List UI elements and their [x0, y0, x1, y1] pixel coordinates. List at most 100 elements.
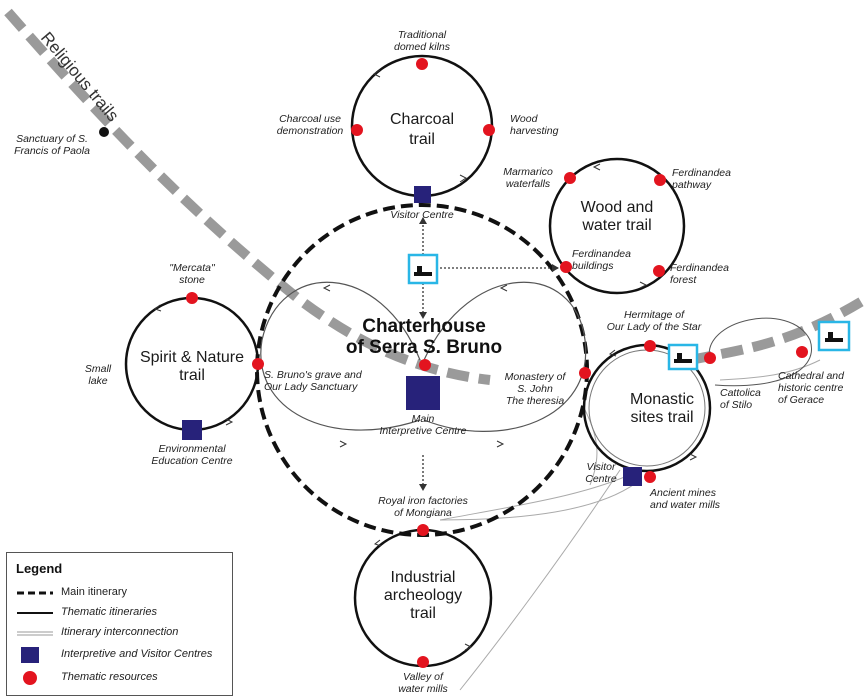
main-inner-loop-right [423, 281, 587, 432]
thematic-itinerary-symbol [17, 612, 53, 614]
resource-symbol [23, 671, 37, 685]
monastic-sites-trail-title-line: sites trail [630, 409, 693, 426]
grave-label-line: S. Bruno's grave and [264, 369, 363, 381]
legend-thematic-label: Thematic itineraries [61, 606, 157, 618]
visitor-centres [182, 186, 642, 486]
main-interpretive-centre [406, 376, 440, 410]
main-itinerary-symbol [17, 591, 53, 595]
wood-water-trail-circle [548, 157, 686, 295]
env-centre-label-line: Environmental [158, 443, 226, 455]
env-centre-label-line: Education Centre [151, 455, 232, 467]
wood-harvest-label-line: harvesting [510, 125, 559, 137]
interconnection-lines [439, 359, 821, 691]
monastic-visitor-centre [623, 467, 642, 486]
legend: Legend Main itinerary Thematic itinerari… [6, 552, 233, 696]
sanctuary-dot [99, 127, 109, 137]
monastery-label-line: Monastery of [505, 371, 567, 383]
pathway-label-line: Ferdinandea [672, 167, 731, 179]
charcoal-visitor-label: Visitor Centre [390, 209, 454, 221]
gerace-label-line: historic centre [778, 382, 844, 394]
dotted-arrows [419, 217, 559, 491]
lake-label-line: lake [88, 375, 107, 387]
kilns-label-line: domed kilns [394, 41, 451, 53]
main-centre-label-line: Interpretive Centre [380, 425, 467, 437]
hermitage-label-line: Hermitage of [624, 309, 685, 321]
charcoal-trail-title-line: Charcoal [390, 111, 454, 128]
monastic-visitor-label-line: Visitor [587, 461, 616, 473]
cyan-box-centre [407, 253, 439, 285]
marmarico-label-line: waterfalls [506, 178, 551, 190]
legend-row-main: Main itinerary [15, 585, 230, 601]
spirit-nature-trail-title-line: trail [179, 367, 205, 384]
valley-label-line: Valley of [403, 671, 444, 683]
mines-label-line: and water mills [650, 499, 721, 511]
charcoal-demo-label-line: demonstration [277, 125, 344, 137]
monastery-label-line: The theresia [506, 395, 565, 407]
monastic-sites-trail-title-line: Monastic [630, 391, 694, 408]
wood-water-trail-title-line: water trail [581, 217, 651, 234]
monastic-side-loop [708, 317, 812, 387]
religious-trails-label: Religious trails [37, 28, 123, 125]
mines-label-line: Ancient mines [649, 487, 717, 499]
charcoal-visitor-centre [414, 186, 431, 203]
charcoal-visitor-label-line: Visitor Centre [390, 209, 454, 221]
industrial-trail-title-line: trail [410, 605, 436, 622]
monastic-visitor-label-line: Centre [585, 473, 617, 485]
charterhouse-title-line: Charterhouse [362, 316, 486, 337]
industrial-trail-title-line: Industrial [391, 569, 456, 586]
wood-water-trail-title-line: Wood and [581, 199, 654, 216]
buildings-label-line: Ferdinandea [572, 248, 631, 260]
cyan-box-hermitage [667, 343, 699, 371]
cyan-boxes [407, 253, 851, 371]
marmarico-label-line: Marmarico [503, 166, 553, 178]
centre-symbol [21, 647, 39, 663]
valley-label-line: water mills [398, 683, 448, 695]
charcoal-demo-label-line: Charcoal use [279, 113, 341, 125]
mercata-label-line: stone [179, 274, 205, 286]
mercata-label: "Mercata"stone [169, 262, 216, 286]
sanctuary-label: Sanctuary of S.Francis of Paola [14, 133, 90, 157]
buildings-label-line: buildings [572, 260, 614, 272]
kilns-label-line: Traditional [398, 29, 447, 41]
grave-label-line: Our Lady Sanctuary [264, 381, 358, 393]
legend-interconnection-label: Itinerary interconnection [61, 626, 179, 638]
legend-centres-label: Interpretive and Visitor Centres [61, 648, 213, 660]
royal-label-line: Royal iron factories [378, 495, 469, 507]
charcoal-trail-title-line: trail [409, 131, 435, 148]
legend-row-thematic: Thematic itineraries [15, 605, 230, 621]
cattolica-label-line: of Stilo [720, 399, 752, 411]
sanctuary-label-line: Francis of Paola [14, 145, 90, 157]
legend-row-centres: Interpretive and Visitor Centres [15, 647, 230, 663]
direction-arrows [153, 69, 698, 651]
cyan-box-gerace [817, 320, 851, 352]
gerace-label-line: Cathedral and [778, 370, 845, 382]
cattolica-label-line: Cattolica [720, 387, 761, 399]
sanctuary-label-line: Sanctuary of S. [16, 133, 88, 145]
hermitage-label-line: Our Lady of the Star [607, 321, 702, 333]
main-centre-label-line: Main [412, 413, 435, 425]
legend-row-resources: Thematic resources [15, 670, 230, 686]
legend-title: Legend [16, 561, 63, 576]
main-inner-loop-left [260, 281, 421, 431]
legend-row-interconnection: Itinerary interconnection [15, 625, 230, 641]
charcoal-trail-title: Charcoal trail [390, 111, 454, 148]
